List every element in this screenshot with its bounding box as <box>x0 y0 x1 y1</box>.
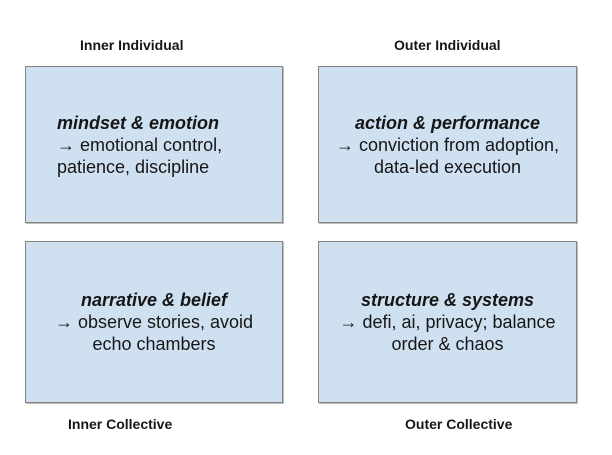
quadrant-body-line: order & chaos <box>391 334 504 354</box>
quadrant-outer-collective: structure & systems → defi, ai, privacy;… <box>318 241 577 403</box>
quadrant-title: structure & systems <box>360 290 535 310</box>
quadrant-body-line: → emotional control, <box>57 134 223 155</box>
quadrant-inner-collective: narrative & belief → observe stories, av… <box>25 241 283 403</box>
quadrant-body-line: echo chambers <box>92 334 216 354</box>
axis-label-outer-collective: Outer Collective <box>405 416 513 432</box>
axis-label-inner-collective: Inner Collective <box>68 416 173 432</box>
quadrant-body-line: data-led execution <box>373 156 522 177</box>
quadrant-title: action & performance <box>354 112 541 133</box>
quadrant-outer-individual: action & performance → conviction from a… <box>318 66 577 223</box>
quadrant-inner-individual: mindset & emotion → emotional control, p… <box>25 66 283 223</box>
quadrant-body-line: → observe stories, avoid <box>54 312 254 332</box>
quadrant-body-line: → conviction from adoption, <box>335 134 560 155</box>
quadrant-title: narrative & belief <box>80 290 228 310</box>
axis-label-outer-individual: Outer Individual <box>394 37 501 53</box>
quadrant-title: mindset & emotion <box>57 112 220 133</box>
quadrant-body-line: patience, discipline <box>57 156 210 177</box>
axis-label-inner-individual: Inner Individual <box>80 37 184 53</box>
quadrant-body-line: → defi, ai, privacy; balance <box>339 312 556 332</box>
